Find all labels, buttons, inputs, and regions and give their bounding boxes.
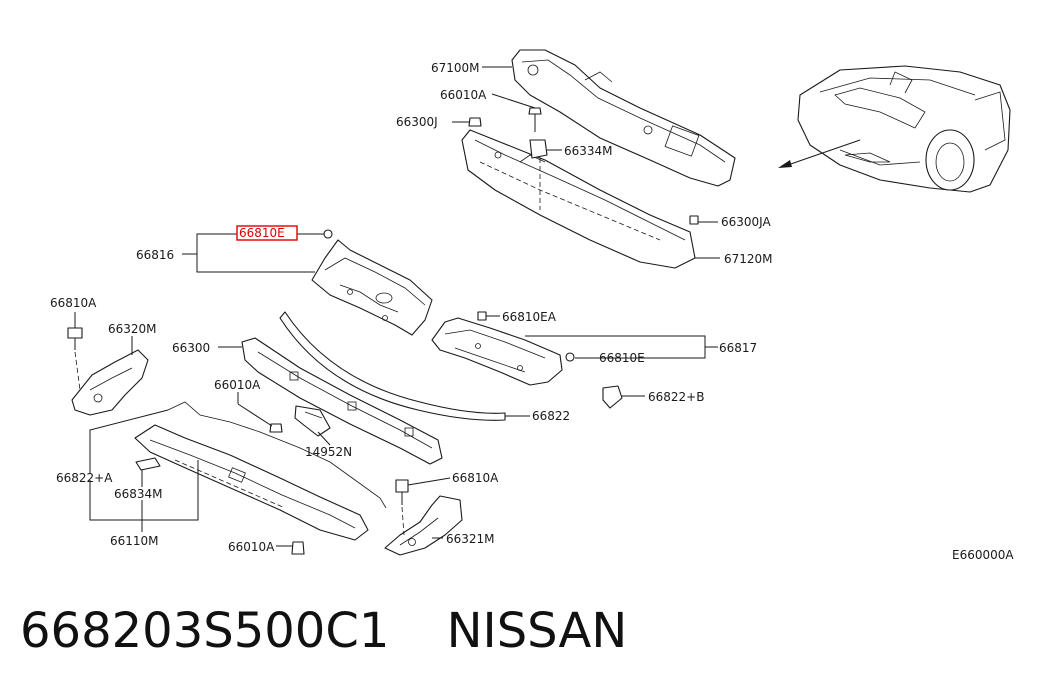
label-66300JA[interactable]: 66300JA (721, 215, 772, 229)
grommet-66810EA (477, 311, 487, 321)
bolt-66810A-bottom (395, 479, 409, 536)
label-66810A-bottom[interactable]: 66810A (452, 471, 499, 485)
bracket-66321M (384, 495, 463, 556)
grommet-66810E-right (565, 352, 575, 362)
vehicle-overview-illustration (778, 65, 1011, 193)
label-66010A-mid[interactable]: 66010A (214, 378, 261, 392)
label-66834M[interactable]: 66834M (114, 487, 163, 501)
leader-lines (74, 66, 720, 547)
label-66822B[interactable]: 66822+B (648, 390, 704, 404)
label-66822[interactable]: 66822 (532, 409, 570, 423)
pad-66834M (135, 457, 161, 471)
bolt-66810A-left (67, 327, 83, 391)
label-66321M[interactable]: 66321M (446, 532, 495, 546)
seal-66822 (279, 311, 506, 421)
bracket-14952N (294, 405, 331, 437)
bracket-66334M (529, 139, 548, 210)
label-66822A[interactable]: 66822+A (56, 471, 113, 485)
label-14952N[interactable]: 14952N (305, 445, 352, 459)
part-labels: 67100M 66010A 66300J 66334M 66300JA 6712… (50, 61, 1014, 562)
part-number: 668203S500C1 (20, 603, 390, 659)
fastener-66010A-top (528, 107, 542, 132)
label-66334M[interactable]: 66334M (564, 144, 613, 158)
label-66810E[interactable]: 66810E (599, 351, 645, 365)
label-66817[interactable]: 66817 (719, 341, 757, 355)
part-footer: 668203S500C1 NISSAN (20, 596, 1020, 666)
label-66816[interactable]: 66816 (136, 248, 174, 262)
label-66810A-left[interactable]: 66810A (50, 296, 97, 310)
drain-tube-66822A (167, 401, 387, 509)
dash-panel-upper-67100M (511, 49, 736, 187)
label-67120M[interactable]: 67120M (724, 252, 773, 266)
cowl-lower-66110M (134, 424, 369, 541)
brand-name: NISSAN (446, 603, 628, 659)
label-66810E-selected[interactable]: 66810E (239, 226, 285, 240)
selected-part-highlight (236, 225, 298, 241)
label-66010A-top[interactable]: 66010A (440, 88, 487, 102)
fastener-66010A-mid (269, 423, 283, 433)
label-66110M[interactable]: 66110M (110, 534, 159, 548)
clip-66822B (602, 385, 623, 409)
label-66810EA[interactable]: 66810EA (502, 310, 557, 324)
cowl-bar-66300 (241, 337, 443, 465)
label-67100M[interactable]: 67100M (431, 61, 480, 75)
bracket-66320M (71, 349, 149, 416)
diagram-code: E660000A (952, 548, 1014, 562)
cowl-top-66817 (431, 317, 563, 386)
label-66320M[interactable]: 66320M (108, 322, 157, 336)
label-66010A-bottom[interactable]: 66010A (228, 540, 275, 554)
parts-diagram: 67100M 66010A 66300J 66334M 66300JA 6712… (50, 49, 1014, 562)
clip-66300J (468, 117, 482, 127)
label-66300[interactable]: 66300 (172, 341, 210, 355)
label-66300J[interactable]: 66300J (396, 115, 438, 129)
clip-66300JA (689, 215, 699, 225)
grommet-66810E-upper (323, 229, 333, 239)
cowl-top-66816 (311, 239, 433, 336)
fastener-66010A-bottom (291, 541, 305, 555)
